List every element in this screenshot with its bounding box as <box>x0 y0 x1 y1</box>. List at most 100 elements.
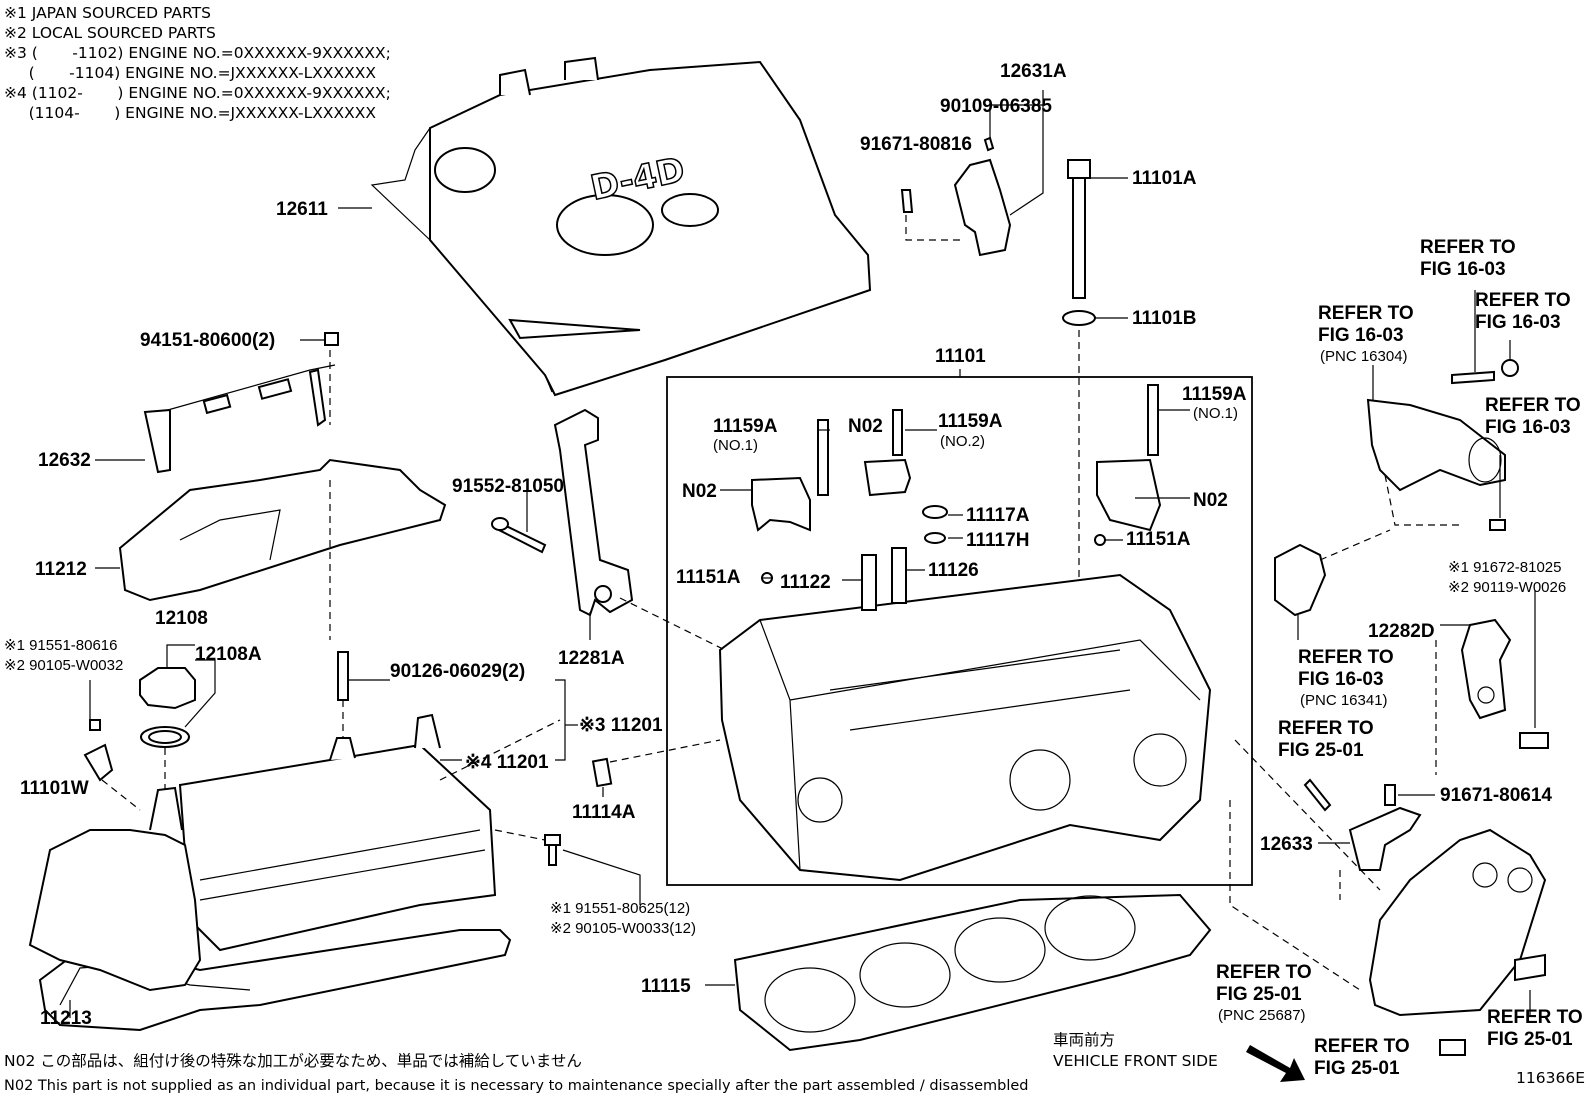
label-91551-80625[interactable]: ※1 91551-80625(12) <box>550 900 690 917</box>
label-11151A-right[interactable]: 11151A <box>1126 529 1191 550</box>
refer-text: REFER TO <box>1298 647 1394 668</box>
engine-hanger-12282D-drawing[interactable] <box>1435 590 1549 775</box>
pin-11114A-drawing[interactable] <box>591 739 721 797</box>
refer-fig: FIG 16-03 <box>1298 669 1384 690</box>
label-11201-type3[interactable]: ※3 11201 <box>579 715 663 736</box>
label-11159A-middle[interactable]: 11159A <box>938 411 1003 432</box>
bolt-91552-drawing[interactable] <box>491 492 547 554</box>
refer-fig: FIG 25-01 <box>1314 1058 1400 1079</box>
label-90119-W0026[interactable]: ※2 90119-W0026 <box>1448 579 1566 596</box>
label-11212[interactable]: 11212 <box>35 559 87 580</box>
figure-id: 116366E <box>1516 1069 1585 1087</box>
refer-pnc: (PNC 16341) <box>1300 692 1388 709</box>
refer-text: REFER TO <box>1475 290 1571 311</box>
water-outlet-drawing[interactable] <box>1274 290 1519 640</box>
label-12281A[interactable]: 12281A <box>558 648 625 669</box>
oil-cap-drawing[interactable] <box>139 644 216 830</box>
bracket-11101W-drawing[interactable] <box>83 680 141 811</box>
label-90105-W0032[interactable]: ※2 90105-W0032 <box>4 657 123 674</box>
label-91671-80614[interactable]: 91671-80614 <box>1440 785 1552 806</box>
label-no2: (NO.2) <box>940 433 985 450</box>
label-90105-W0033[interactable]: ※2 90105-W0033(12) <box>550 920 696 937</box>
header-notes: ※1 JAPAN SOURCED PARTS ※2 LOCAL SOURCED … <box>4 4 391 122</box>
label-11159A-right[interactable]: 11159A <box>1182 384 1247 405</box>
vehicle-front-arrow <box>1246 1045 1305 1082</box>
label-12611[interactable]: 12611 <box>276 199 328 220</box>
label-12633[interactable]: 12633 <box>1260 834 1313 855</box>
head-gasket-11115-drawing[interactable] <box>705 893 1212 1052</box>
label-90126-06029[interactable]: 90126-06029(2) <box>390 661 525 682</box>
label-12108A[interactable]: 12108A <box>195 644 262 665</box>
label-94151-80600[interactable]: 94151-80600(2) <box>140 330 275 351</box>
refer-fig-25-01-stud[interactable]: REFER TO FIG 25-01 <box>1278 718 1374 761</box>
label-11126[interactable]: 11126 <box>928 560 979 581</box>
refer-fig: FIG 16-03 <box>1485 417 1571 438</box>
label-11213[interactable]: 11213 <box>40 1008 92 1029</box>
refer-text: REFER TO <box>1314 1036 1410 1057</box>
insulator-11212-drawing[interactable] <box>95 458 447 640</box>
refer-fig-25-01-pnc-25687[interactable]: REFER TO FIG 25-01 (PNC 25687) <box>1216 962 1312 1024</box>
label-11115[interactable]: 11115 <box>641 976 691 997</box>
bracket-12633-drawing[interactable] <box>1303 778 1435 900</box>
label-N02-middle[interactable]: N02 <box>848 416 883 437</box>
refer-fig-25-01-bottom-right[interactable]: REFER TO FIG 25-01 <box>1487 1007 1583 1050</box>
refer-text: REFER TO <box>1420 237 1516 258</box>
label-12108[interactable]: 12108 <box>155 608 208 629</box>
head-bolt-drawing[interactable] <box>1062 159 1128 690</box>
refer-fig: FIG 25-01 <box>1487 1029 1573 1050</box>
engine-mount-bracket-drawing[interactable] <box>1229 739 1547 1056</box>
refer-fig-16-03-top[interactable]: REFER TO FIG 16-03 <box>1420 237 1516 280</box>
label-12631A[interactable]: 12631A <box>1000 61 1067 82</box>
refer-to-labels: REFER TO FIG 16-03 REFER TO FIG 16-03 (P… <box>1216 237 1583 1079</box>
label-11101W[interactable]: 11101W <box>20 778 89 799</box>
label-91552-81050[interactable]: 91552-81050 <box>452 476 564 497</box>
label-11159A-left[interactable]: 11159A <box>713 416 778 437</box>
label-N02-left[interactable]: N02 <box>682 481 717 502</box>
bracket-12632-drawing[interactable] <box>95 332 339 474</box>
refer-fig-25-01-bottom[interactable]: REFER TO FIG 25-01 <box>1314 1036 1410 1079</box>
footer-note-en: N02 This part is not supplied as an indi… <box>4 1078 1029 1094</box>
header-note-5: ※4 (1102- ) ENGINE NO.=0XXXXXX-9XXXXXX; <box>4 84 391 102</box>
label-90109-06385[interactable]: 90109-06385 <box>940 96 1052 117</box>
refer-pnc: (PNC 25687) <box>1218 1007 1306 1024</box>
label-N02-right[interactable]: N02 <box>1193 490 1228 511</box>
label-11117A[interactable]: 11117A <box>966 505 1030 526</box>
head-cover-11201-drawing[interactable] <box>178 651 578 952</box>
label-12632[interactable]: 12632 <box>38 450 91 471</box>
refer-fig-16-03-bolt[interactable]: REFER TO FIG 16-03 <box>1485 395 1581 438</box>
part-labels: 12611 12631A 90109-06385 91671-80816 111… <box>4 61 1566 1029</box>
label-11201-type4[interactable]: ※4 11201 <box>465 752 549 773</box>
label-91551-80616[interactable]: ※1 91551-80616 <box>4 637 118 654</box>
engine-hanger-12281A-drawing[interactable] <box>553 408 726 651</box>
header-note-3: ※3 ( -1102) ENGINE NO.=0XXXXXX-9XXXXXX; <box>4 44 391 62</box>
cylinder-head-group[interactable] <box>666 369 1253 886</box>
label-11101[interactable]: 11101 <box>935 346 986 367</box>
label-11151A-left[interactable]: 11151A <box>676 567 741 588</box>
refer-fig-16-03-pnc-16304[interactable]: REFER TO FIG 16-03 (PNC 16304) <box>1318 303 1414 365</box>
bolt-91551-80625-drawing[interactable] <box>494 829 641 905</box>
bracket-12631A-drawing[interactable] <box>900 90 1044 257</box>
refer-text: REFER TO <box>1278 718 1374 739</box>
label-no1-right: (NO.1) <box>1193 405 1238 422</box>
label-11122[interactable]: 11122 <box>780 572 831 593</box>
refer-fig: FIG 16-03 <box>1318 325 1404 346</box>
label-12282D[interactable]: 12282D <box>1368 621 1435 642</box>
refer-fig: FIG 25-01 <box>1216 984 1302 1005</box>
header-note-6: (1104- ) ENGINE NO.=JXXXXXX-LXXXXXX <box>4 104 376 122</box>
footer-note-jp: N02 この部品は、組付け後の特殊な加工が必要なため、単品では補給していません <box>4 1052 582 1070</box>
label-11117H[interactable]: 11117H <box>966 530 1029 551</box>
refer-pnc: (PNC 16304) <box>1320 348 1408 365</box>
label-91672-81025[interactable]: ※1 91672-81025 <box>1448 559 1562 576</box>
label-11114A[interactable]: 11114A <box>572 802 636 823</box>
label-11101B[interactable]: 11101B <box>1132 308 1196 329</box>
refer-fig-16-03-pnc-16341[interactable]: REFER TO FIG 16-03 (PNC 16341) <box>1298 647 1394 709</box>
valve-cover-gasket-11213-drawing[interactable] <box>28 786 512 1032</box>
engine-cover-drawing[interactable]: D-4D <box>370 56 872 397</box>
refer-fig-16-03-nut[interactable]: REFER TO FIG 16-03 <box>1475 290 1571 333</box>
label-91671-80816[interactable]: 91671-80816 <box>860 134 972 155</box>
label-11101A[interactable]: 11101A <box>1132 168 1197 189</box>
header-note-1: ※1 JAPAN SOURCED PARTS <box>4 4 211 22</box>
refer-text: REFER TO <box>1487 1007 1583 1028</box>
refer-fig: FIG 25-01 <box>1278 740 1364 761</box>
